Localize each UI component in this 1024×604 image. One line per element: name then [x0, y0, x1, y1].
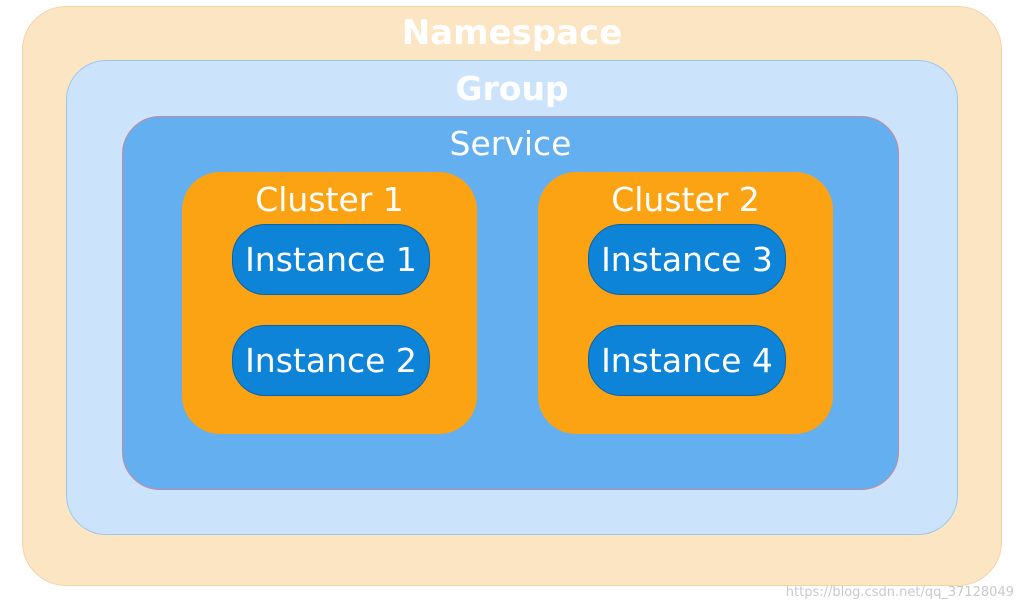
instance-1-label: Instance 1: [245, 239, 417, 279]
group-label: Group: [455, 69, 569, 108]
instance-4-box: Instance 4: [588, 325, 786, 396]
namespace-label: Namespace: [401, 13, 623, 53]
instance-2-box: Instance 2: [232, 325, 430, 396]
service-label: Service: [449, 124, 572, 163]
instance-4-label: Instance 4: [601, 340, 773, 380]
instance-3-box: Instance 3: [588, 224, 786, 295]
instance-2-label: Instance 2: [245, 340, 417, 380]
instance-3-label: Instance 3: [601, 239, 773, 279]
cluster-1-label: Cluster 1: [255, 180, 404, 219]
cluster-2-label: Cluster 2: [611, 180, 760, 219]
watermark-text: https://blog.csdn.net/qq_37128049: [785, 585, 1014, 600]
instance-1-box: Instance 1: [232, 224, 430, 295]
